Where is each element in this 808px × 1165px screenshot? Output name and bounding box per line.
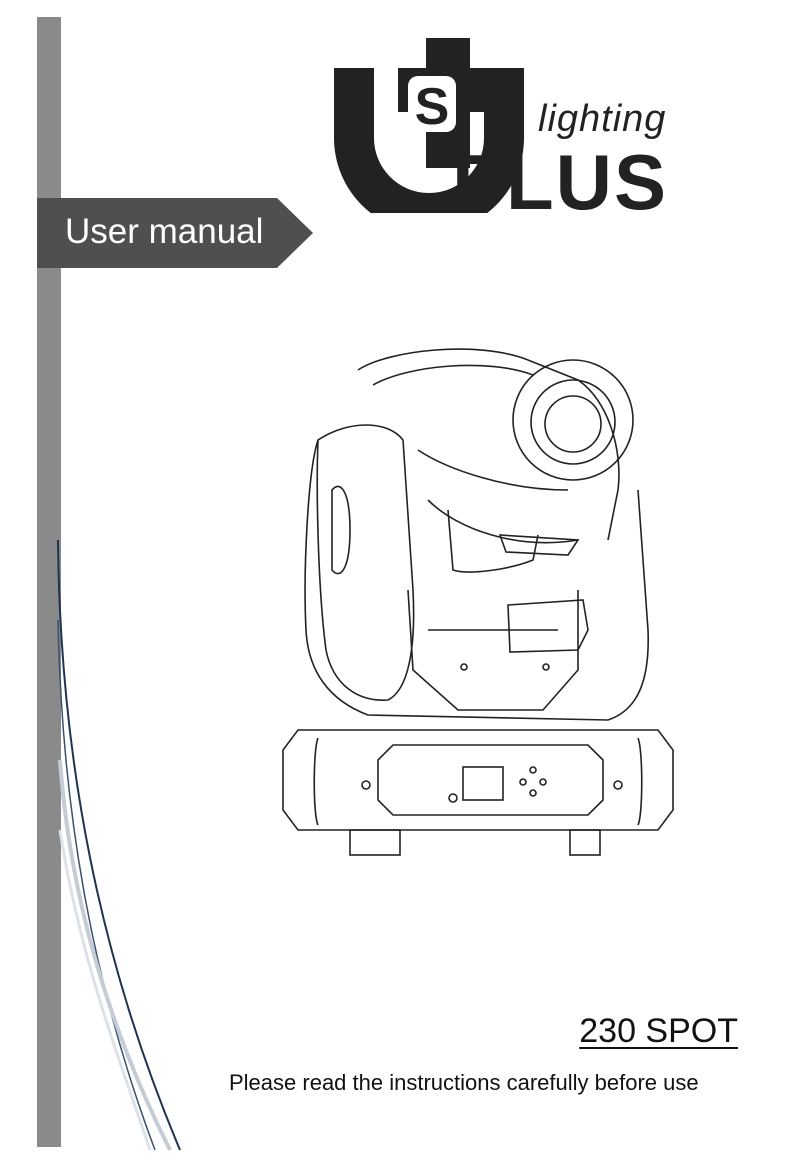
product-model: 230 SPOT bbox=[579, 1012, 738, 1050]
banner-title: User manual bbox=[65, 212, 264, 251]
brand-plus-word: PLUS bbox=[452, 138, 669, 226]
logo-letter: S bbox=[415, 78, 450, 136]
brand-lighting-word: lighting bbox=[538, 98, 667, 140]
moving-head-illustration bbox=[282, 348, 674, 856]
user-manual-banner: User manual bbox=[37, 198, 313, 268]
read-instructions-notice: Please read the instructions carefully b… bbox=[229, 1070, 699, 1095]
brand-logo-mark: S bbox=[334, 38, 524, 213]
